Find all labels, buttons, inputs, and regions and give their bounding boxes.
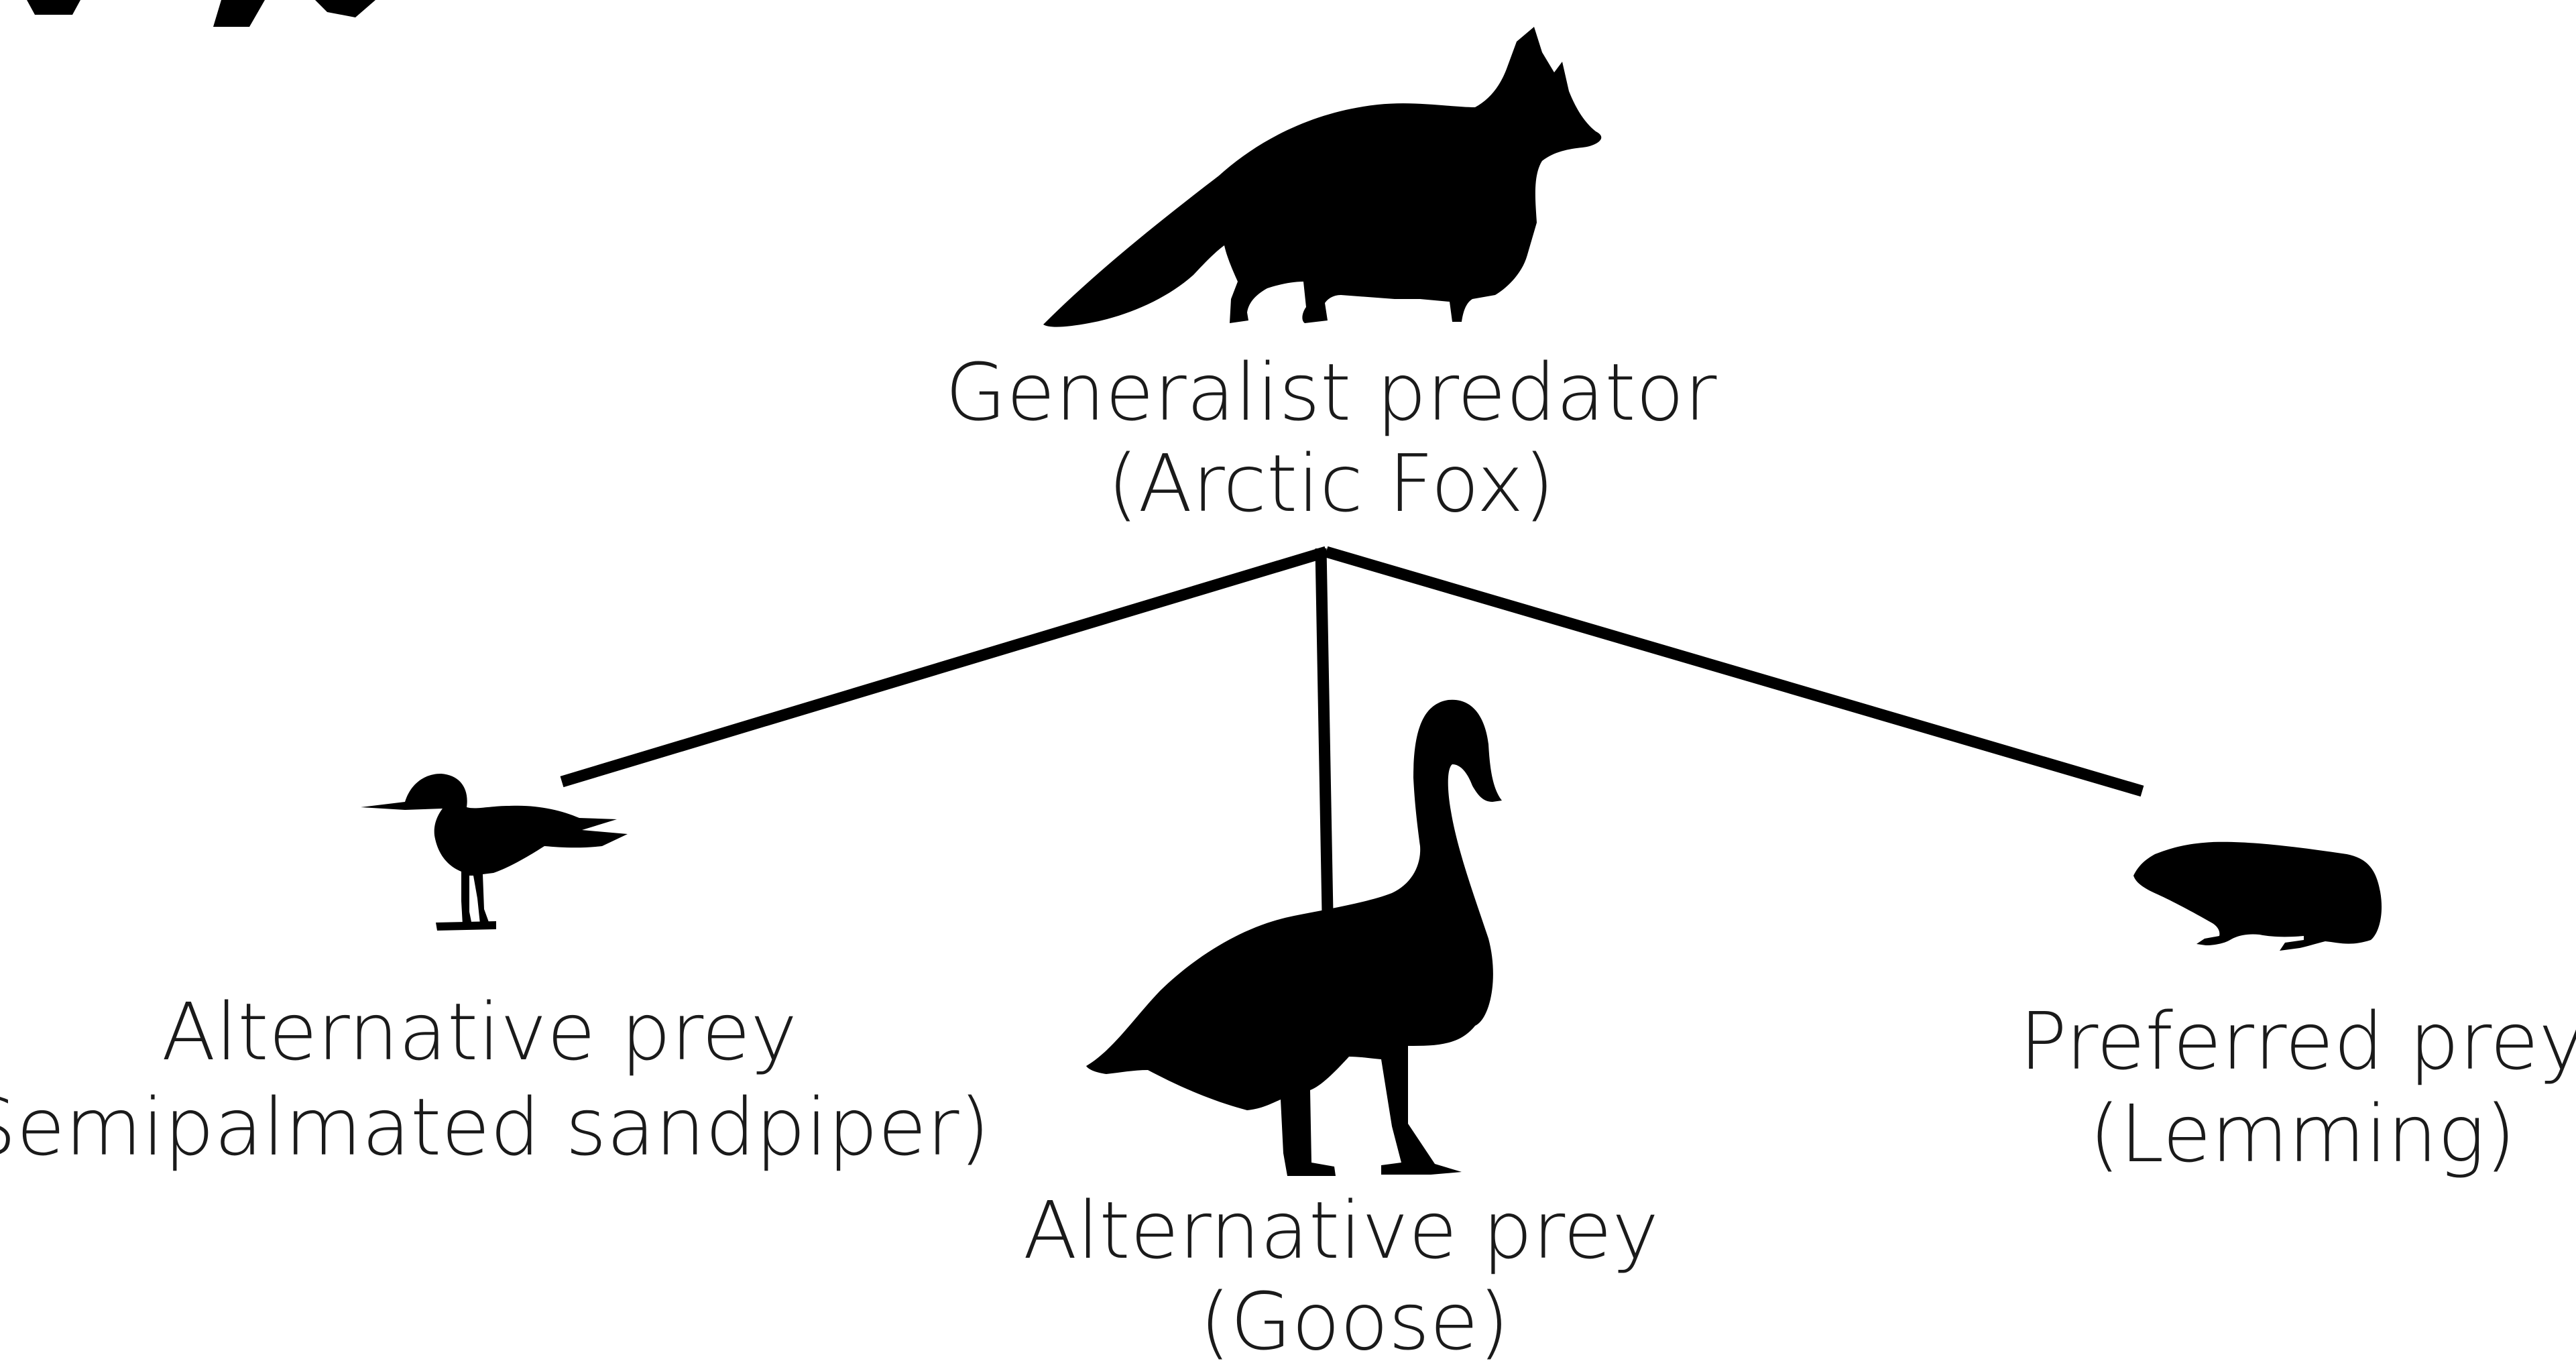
predator-label: Generalist predator (Arctic Fox) — [945, 346, 1717, 530]
goose-label: Alternative prey (Goose) — [1023, 1184, 1659, 1361]
sandpiper-label: Alternative prey (Semipalmated sandpiper… — [0, 986, 990, 1173]
goose-role: Alternative prey — [1023, 1184, 1659, 1277]
arctic-fox-icon — [1043, 27, 1601, 327]
lemming-role: Preferred prey — [2019, 995, 2576, 1087]
lemming-icon — [2133, 842, 2382, 951]
sandpiper-icon — [361, 774, 628, 931]
predator-role: Generalist predator — [945, 346, 1717, 438]
link-to-goose — [1321, 548, 1328, 913]
lemming-species: (Lemming) — [2089, 1087, 2516, 1180]
lemming-label: Preferred prey (Lemming) — [2019, 995, 2576, 1180]
sandpiper-role: Alternative prey — [162, 986, 797, 1078]
goose-icon — [1086, 700, 1502, 1176]
predation-links — [562, 548, 2142, 913]
predator-species: (Arctic Fox) — [1107, 437, 1554, 530]
link-to-sandpiper — [562, 552, 1326, 782]
goose-species: (Goose) — [1199, 1275, 1509, 1361]
sandpiper-species: (Semipalmated sandpiper) — [0, 1081, 990, 1173]
cropped-heading-fragment — [27, 0, 375, 27]
